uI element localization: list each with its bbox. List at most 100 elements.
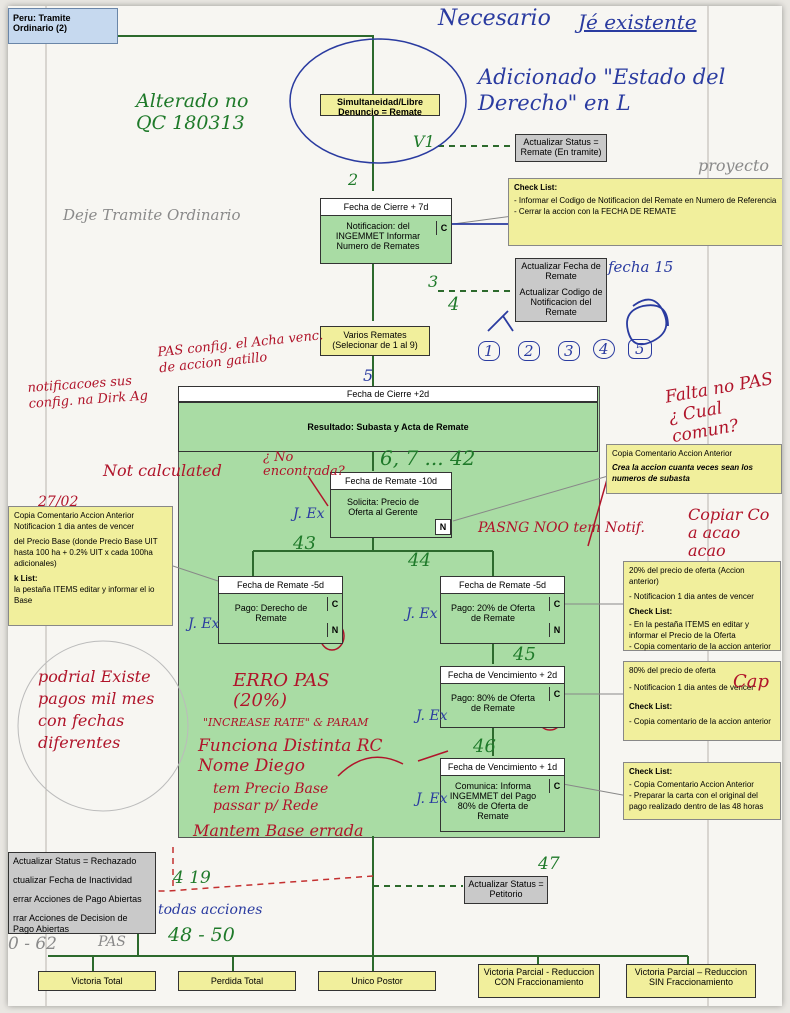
checklist-item: - Copia Comentario Accion Anterior	[629, 780, 754, 789]
callout-20: 20% del precio de oferta (Accion anterio…	[623, 561, 781, 651]
checklist-title: Check List:	[629, 767, 673, 776]
node-header: Fecha de Cierre + 7d	[321, 199, 451, 216]
hw-adicionado: Adicionado "Estado del Derecho" en L	[478, 65, 726, 115]
callout-line: Notificacion 1 dia antes de vencer	[14, 522, 135, 531]
hw-tem-precio: tem Precio Base passar p/ Rede	[213, 781, 329, 814]
checklist-item: - Copia comentario de la accion anterior	[629, 642, 771, 651]
hw-48-50: 48 - 50	[168, 924, 235, 946]
flag-c: C	[549, 597, 564, 611]
hw-4-19: 4 19	[173, 868, 211, 888]
actualizar-codigo-label: Actualizar Codigo de Notificacion del Re…	[519, 287, 603, 317]
hw-count-1: 1	[478, 341, 500, 361]
hw-pasng: PASNG NOO tem Notif.	[478, 520, 645, 536]
checklist-item: - Preparar la carta con el original del …	[629, 791, 764, 811]
node-actualizar-fecha-codigo: Actualizar Fecha de Remate Actualizar Co…	[515, 258, 607, 322]
hw-circle-text: podrial Existe pagos mil mes con fechas …	[38, 667, 155, 752]
node-header: Fecha de Remate -10d	[331, 473, 451, 490]
group-resultado: Resultado: Subasta y Acta de Remate	[178, 402, 598, 452]
flag-c: C	[436, 221, 451, 235]
hw-proyecto: proyecto	[698, 156, 770, 175]
whiteboard-diagram-page: Peru: Tramite Ordinario (2) Simultaneida…	[8, 6, 782, 1006]
hw-6-7-42: 6, 7 ... 42	[380, 446, 476, 470]
hw-5: 5	[363, 366, 374, 385]
hw-44: 44	[408, 550, 431, 571]
outcome-perdida-total: Perdida Total	[178, 971, 296, 991]
flag-n: N	[327, 623, 342, 637]
flag-c: C	[327, 597, 342, 611]
checklist-title: Check List:	[629, 607, 673, 616]
callout-line: - Notificacion 1 dia antes de vencer	[629, 592, 754, 601]
node-body: Notificacion: del INGEMMET Informar Nume…	[335, 221, 421, 251]
callout-line: 80% del precio de oferta	[629, 666, 716, 675]
node-fecha-cierre-7d: Fecha de Cierre + 7d Notificacion: del I…	[320, 198, 452, 264]
node-header: Fecha de Vencimiento + 1d	[441, 759, 564, 776]
hw-u47: 47	[538, 854, 560, 874]
hw-43: 43	[293, 533, 316, 554]
node-fecha-remate-10d: Fecha de Remate -10d Solicita: Precio de…	[330, 472, 452, 538]
node-body: Pago: 80% de Oferta de Remate	[450, 693, 536, 713]
hw-erro-pas: ERRO PAS (20%)	[233, 670, 330, 711]
hw-jex-1: J. Ex	[293, 506, 325, 522]
node-body: Comunica: Informa INGEMMET del Pago 80% …	[449, 781, 537, 821]
checklist-item: - Cerrar la accion con la FECHA DE REMAT…	[514, 207, 677, 216]
node-body: Pago: 20% de Oferta de Remate	[450, 603, 536, 623]
node-petitorio: Actualizar Status = Petitorio	[464, 876, 548, 904]
status-line: ctualizar Fecha de Inactividad	[13, 875, 133, 885]
node-header: Fecha de Vencimiento + 2d	[441, 667, 564, 684]
callout-comunica: Check List: - Copia Comentario Accion An…	[623, 762, 781, 820]
hw-increase-rate: "INCREASE RATE" & PARAM	[203, 716, 369, 729]
outcome-victoria-parcial-sin: Victoria Parcial – Reduccion SIN Fraccio…	[626, 964, 756, 998]
hw-necesario: Necesario	[438, 6, 551, 31]
callout-line: 20% del precio de oferta (Accion anterio…	[629, 566, 745, 586]
hw-jex-2: J. Ex	[188, 616, 220, 632]
checklist-1: Check List: - Informar el Codigo de Noti…	[508, 178, 782, 246]
callout-left: Copia Comentario Accion Anterior Notific…	[8, 506, 173, 626]
hw-2: 2	[348, 170, 359, 189]
hw-jex-3: J. Ex	[406, 606, 438, 622]
hw-v1: V1	[413, 132, 435, 151]
hw-27-02: 27/02	[38, 494, 79, 510]
callout-line: del Precio Base (donde Precio Base UIT h…	[14, 537, 158, 568]
flag-c: C	[549, 687, 564, 701]
left-status-box: Actualizar Status = Rechazado ctualizar …	[8, 852, 156, 934]
callout-line: Copia Comentario Accion Anterior	[14, 511, 135, 520]
hw-funciona: Funciona Distinta RC Nome Diego	[198, 736, 383, 776]
hw-3: 3	[428, 272, 439, 291]
checklist-item: - Copia comentario de la accion anterior	[629, 717, 771, 726]
node-varios-remates: Varios Remates (Selecionar de 1 al 9)	[320, 326, 430, 356]
hw-4: 4	[448, 294, 460, 315]
node-pago-80: Fecha de Vencimiento + 2d Pago: 80% de O…	[440, 666, 565, 728]
group-header: Fecha de Cierre +2d	[178, 386, 598, 402]
callout-line: Copia Comentario Accion Anterior	[612, 449, 733, 458]
outcome-victoria-parcial-con: Victoria Parcial - Reduccion CON Fraccio…	[478, 964, 600, 998]
callout-line: k List:	[14, 574, 38, 583]
callout-line: la pestaña ITEMS editar y informar el io…	[14, 585, 155, 605]
flag-n: N	[435, 519, 451, 535]
hw-copiar: Copiar Co a acao acao	[688, 505, 770, 560]
start-tab: Peru: Tramite Ordinario (2)	[8, 8, 118, 44]
hw-deje: Deje Tramite Ordinario	[63, 206, 241, 224]
node-pago-derecho: Fecha de Remate -5d Pago: Derecho de Rem…	[218, 576, 343, 644]
hw-jex-4: J. Ex	[416, 708, 448, 724]
node-body: Pago: Derecho de Remate	[234, 603, 308, 623]
flag-c: C	[549, 779, 564, 793]
hw-pas: PAS	[98, 934, 126, 950]
node-comunica: Fecha de Vencimiento + 1d Comunica: Info…	[440, 758, 565, 832]
outcome-unico-postor: Unico Postor	[318, 971, 436, 991]
status-line: rrar Acciones de Decision de Pago Abiert…	[13, 913, 128, 934]
hw-mantem: Mantem Base errada	[193, 821, 364, 840]
hw-count-3: 3	[558, 341, 580, 361]
node-header: Fecha de Remate -5d	[441, 577, 564, 594]
hw-cap: Cap	[733, 671, 770, 692]
node-actualizar-status-remate: Actualizar Status = Remate (En tramite)	[515, 134, 607, 162]
callout-80: 80% del precio de oferta - Notificacion …	[623, 661, 781, 741]
checklist-item: - En la pestaña ITEMS en editar y inform…	[629, 620, 750, 640]
checklist-item: - Informar el Codigo de Notificacion del…	[514, 196, 777, 205]
outcome-victoria-total: Victoria Total	[38, 971, 156, 991]
hw-todas: todas acciones	[158, 902, 263, 918]
hw-ja-existente: Jé existente	[578, 10, 697, 34]
callout-line: Crea la accion cuanta veces sean los num…	[612, 463, 753, 483]
checklist-title: Check List:	[514, 183, 558, 192]
hw-count-2: 2	[518, 341, 540, 361]
node-pago-20: Fecha de Remate -5d Pago: 20% de Oferta …	[440, 576, 565, 644]
